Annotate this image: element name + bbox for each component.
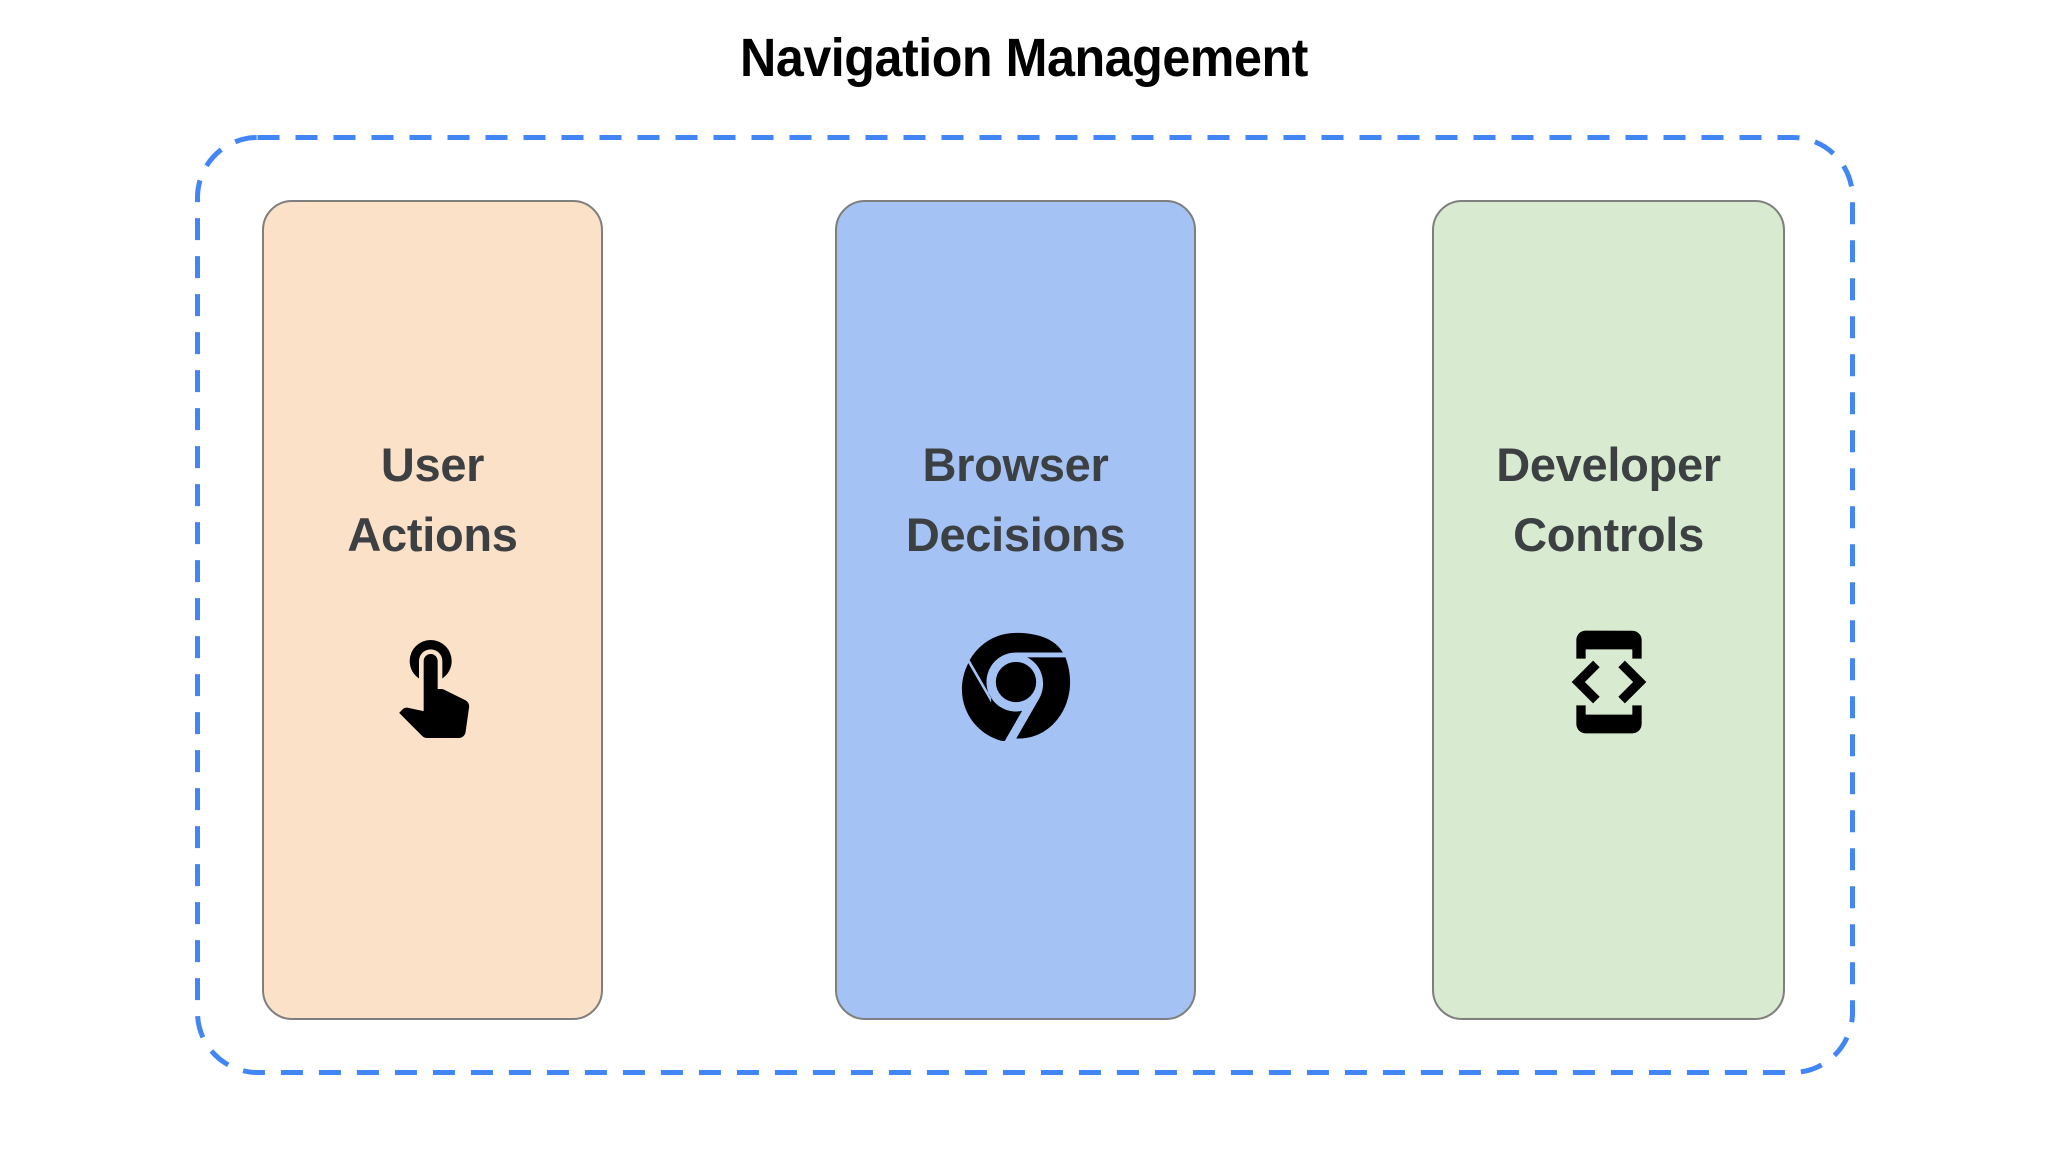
touch-app-icon-glyph <box>398 640 469 738</box>
cards-row: User Actions Browser Decisions Developer… <box>262 200 1785 1020</box>
card-developer-controls-label: Developer Controls <box>1496 438 1721 561</box>
card-user-actions-label: User Actions <box>347 438 518 561</box>
developer-mode-icon-glyph <box>1571 630 1646 734</box>
card-developer-controls[interactable]: Developer Controls <box>1432 200 1785 1020</box>
card-user-actions[interactable]: User Actions <box>262 200 603 1020</box>
developer-mode-icon <box>1549 622 1669 742</box>
chrome-logo-icon <box>956 622 1076 742</box>
card-browser-decisions[interactable]: Browser Decisions <box>835 200 1196 1020</box>
chrome-logo-icon-glyph <box>961 632 1070 741</box>
touch-app-icon <box>373 622 493 742</box>
card-browser-decisions-label: Browser Decisions <box>905 438 1126 561</box>
page-title: Navigation Management <box>740 28 1308 88</box>
